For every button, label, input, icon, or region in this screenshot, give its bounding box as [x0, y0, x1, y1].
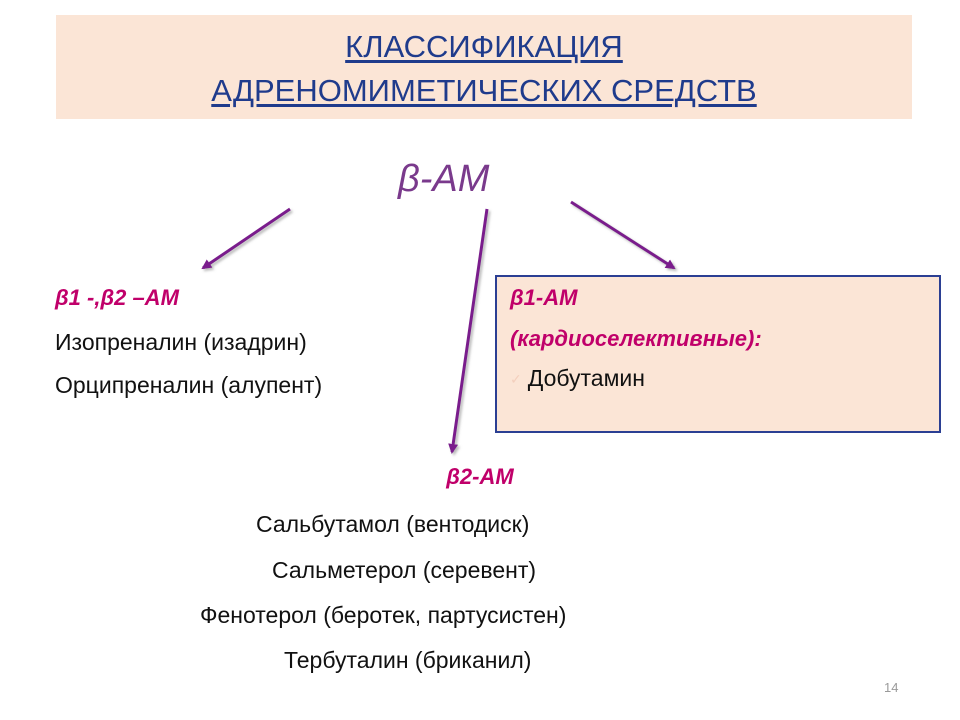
- center-group-item: Тербуталин (бриканил): [284, 647, 532, 673]
- checkmark-icon: ✓: [510, 370, 522, 387]
- right-group-heading-line-2: (кардиоселективные):: [510, 326, 762, 351]
- title-band: КЛАССИФИКАЦИЯ АДРЕНОМИМЕТИЧЕСКИХ СРЕДСТВ: [56, 15, 912, 119]
- left-group-heading: β1 -,β2 –АМ: [55, 285, 179, 310]
- right-group-item: ✓ Добутамин: [510, 367, 645, 390]
- root-node-label: β-АМ: [398, 158, 490, 200]
- slide-title-line-2: АДРЕНОМИМЕТИЧЕСКИХ СРЕДСТВ: [211, 73, 757, 108]
- arrow-to-left-group: [201, 207, 291, 270]
- arrow-to-right-group: [570, 200, 676, 270]
- center-group-item: Сальметерол (серевент): [272, 557, 537, 583]
- left-group-item: Орципреналин (алупент): [55, 372, 323, 398]
- arrow-to-center-group: [448, 208, 489, 454]
- center-group-heading: β2-АМ: [446, 464, 514, 489]
- right-group-heading-line-1: β1-АМ: [510, 285, 578, 310]
- right-group-item-label: Добутамин: [527, 365, 645, 391]
- center-group-item: Сальбутамол (вентодиск): [256, 511, 530, 537]
- right-group-box: β1-АМ (кардиоселективные): ✓ Добутамин: [495, 275, 941, 433]
- slide-title-line-1: КЛАССИФИКАЦИЯ: [345, 29, 623, 64]
- page-number: 14: [884, 680, 899, 695]
- left-group: β1 -,β2 –АМ Изопреналин (изадрин) Орципр…: [55, 287, 322, 417]
- center-group-item: Фенотерол (беротек, партусистен): [200, 602, 567, 628]
- left-group-item: Изопреналин (изадрин): [55, 329, 307, 355]
